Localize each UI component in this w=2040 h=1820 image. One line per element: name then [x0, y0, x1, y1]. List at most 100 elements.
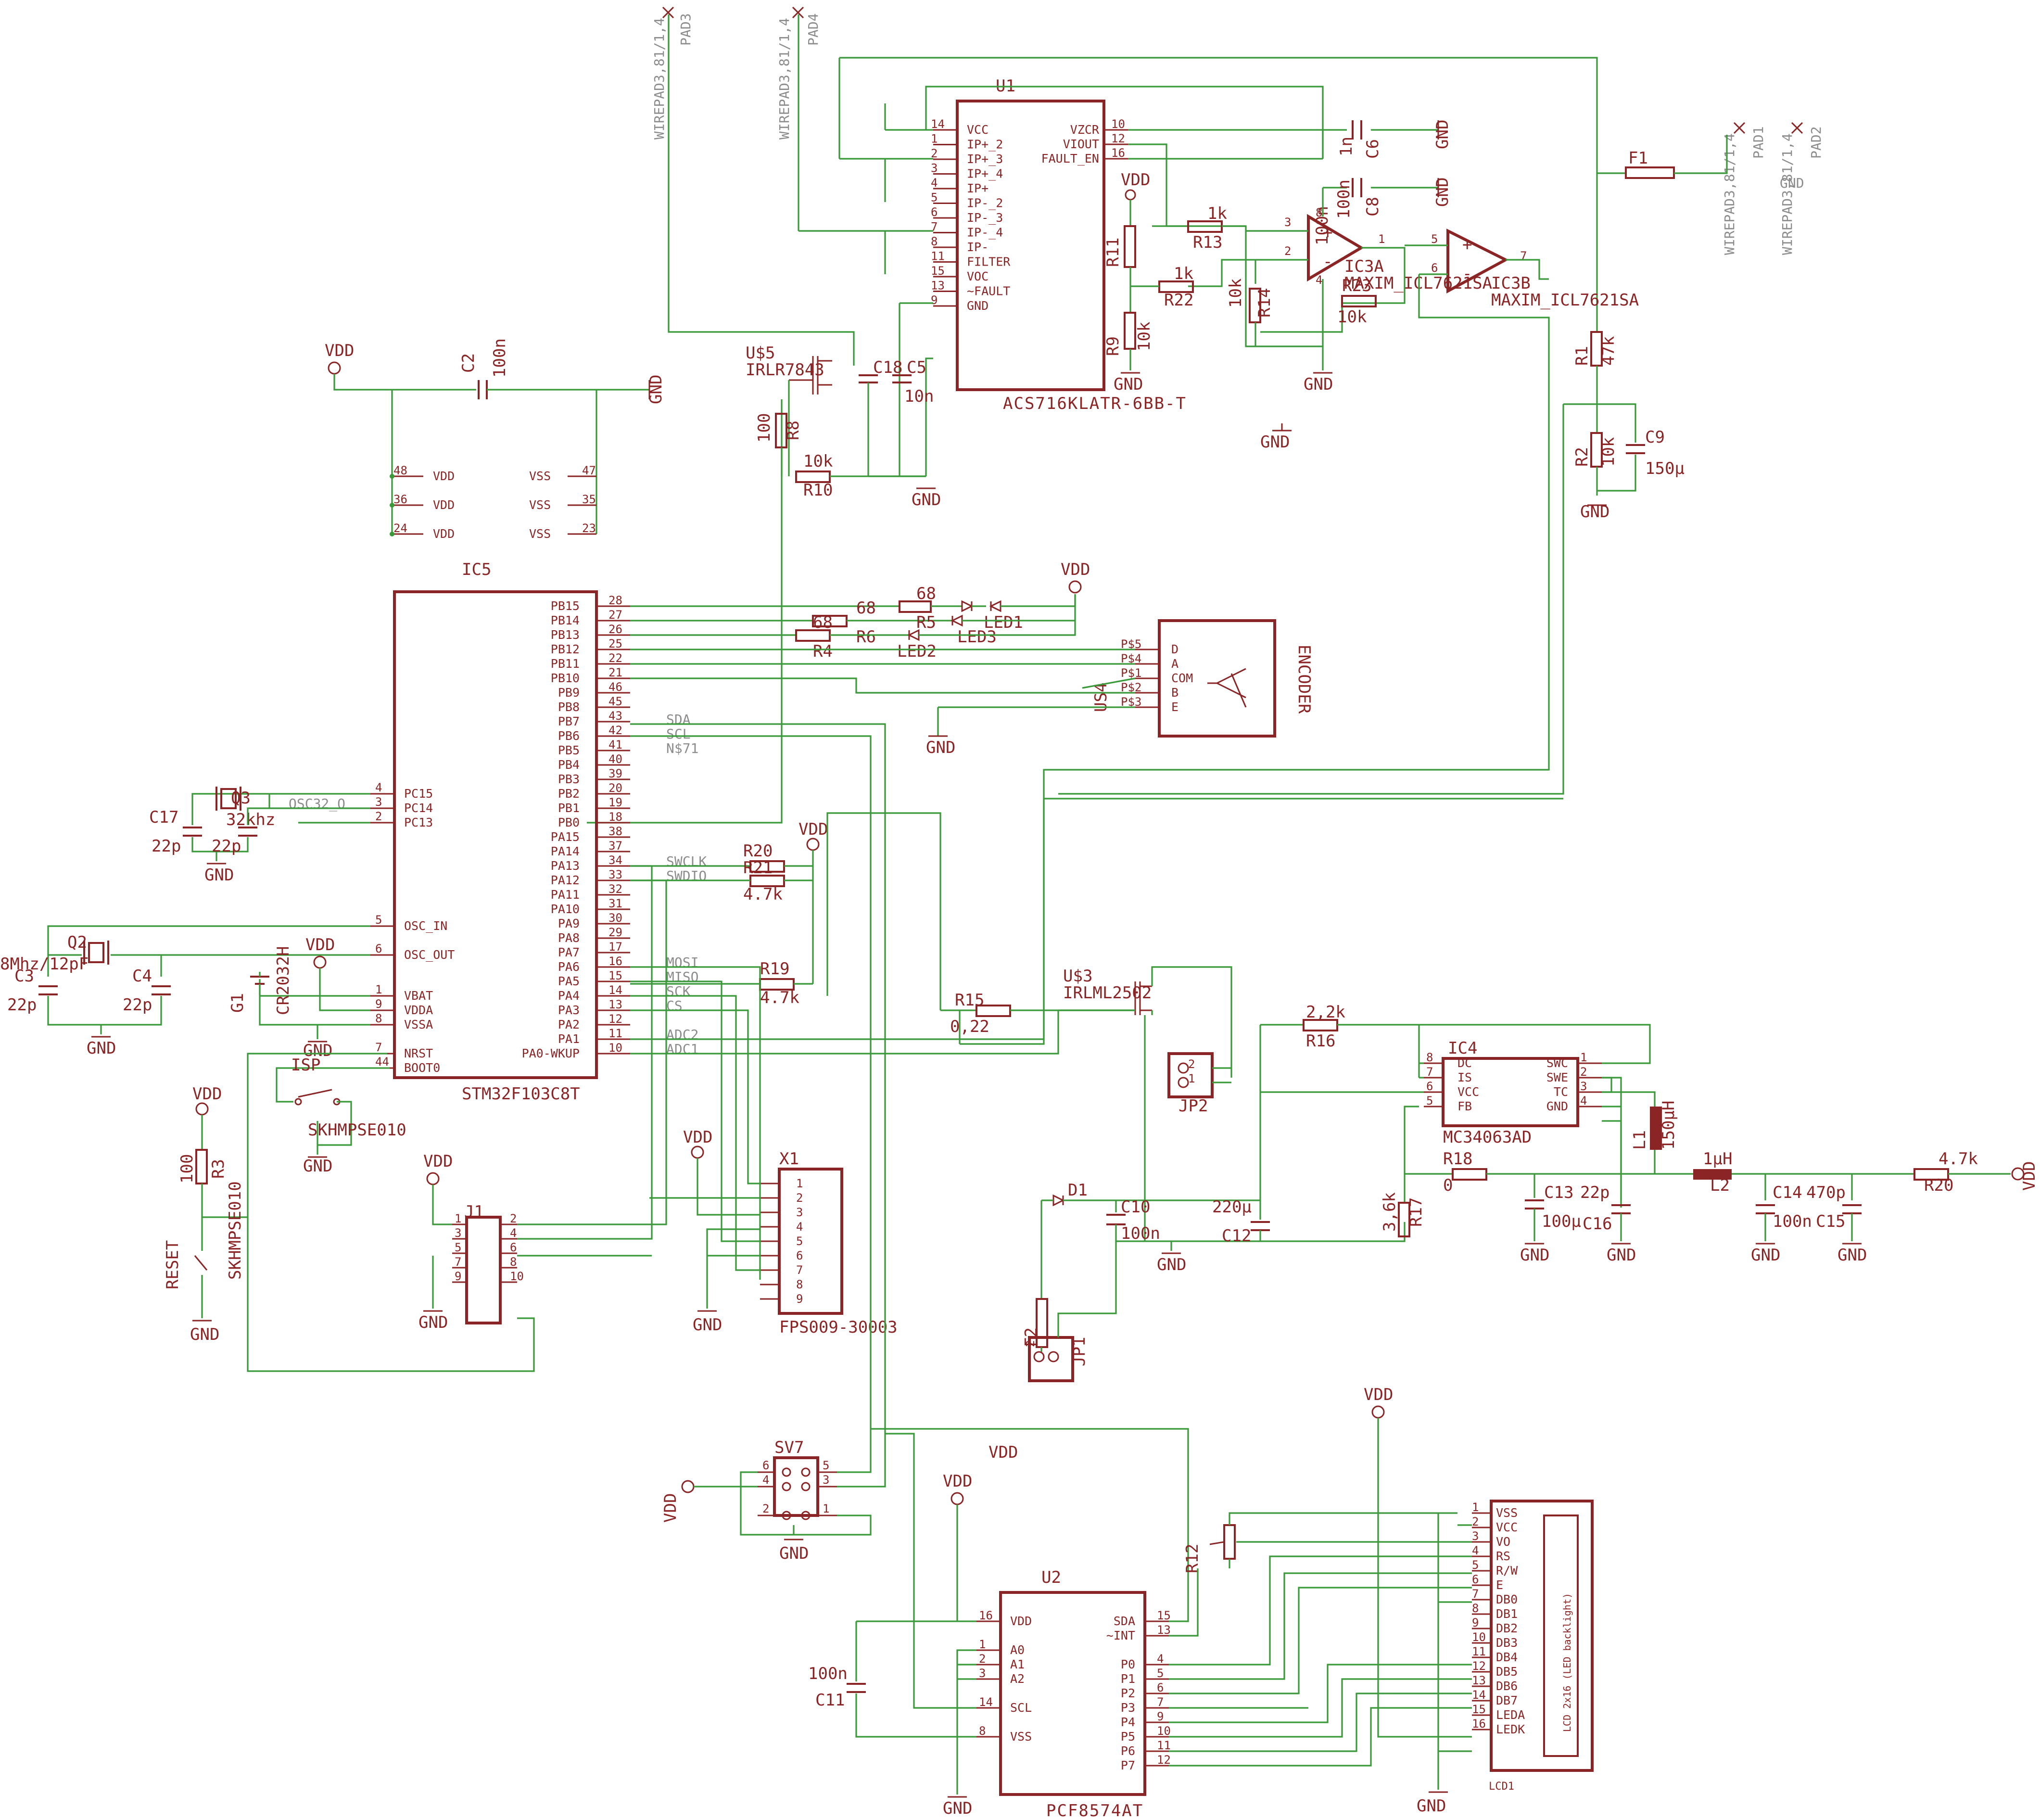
pin-number: 11	[608, 1027, 622, 1040]
pin-number: 12	[1111, 132, 1125, 145]
pin-number: 15	[608, 969, 622, 982]
pin-number: 1	[1472, 1501, 1479, 1514]
pin-number: 48	[393, 464, 407, 477]
svg-text:SWCLK: SWCLK	[666, 853, 707, 869]
svg-text:CS: CS	[666, 998, 683, 1014]
svg-text:VDD: VDD	[683, 1128, 712, 1147]
svg-text:SKHMPSE010: SKHMPSE010	[226, 1181, 245, 1280]
pin-number: 13	[1157, 1623, 1171, 1637]
pin-name: VO	[1496, 1535, 1510, 1549]
r1-r2-divider: R1 47k R2 10k C9 150µ GND	[1058, 173, 1685, 795]
pin-name: VCC	[967, 123, 988, 137]
pin-pad	[782, 1467, 791, 1477]
pin-number: 5	[931, 191, 938, 204]
svg-text:100n: 100n	[490, 338, 509, 378]
pin-number: 40	[608, 752, 622, 766]
pin-number: 27	[608, 608, 622, 622]
pin-name: OSC_OUT	[404, 948, 455, 962]
svg-text:ENCODER: ENCODER	[1294, 645, 1314, 714]
pin-name: BOOT0	[404, 1061, 440, 1075]
pin-name: GND	[967, 299, 988, 313]
svg-text:32khz: 32khz	[226, 810, 275, 829]
pin-name: VCC	[1496, 1520, 1518, 1534]
pin-number: 7	[1472, 1587, 1479, 1601]
pin-name: PB11	[551, 657, 580, 671]
pin-name: ~INT	[1106, 1629, 1135, 1642]
svg-text:GND: GND	[303, 1041, 332, 1060]
pin-number: 2	[375, 810, 382, 823]
svg-text:4.7k: 4.7k	[743, 885, 783, 904]
svg-text:GND: GND	[1520, 1246, 1549, 1265]
r8-resistor: 100 R8	[587, 399, 803, 824]
svg-text:0: 0	[1443, 1176, 1453, 1195]
svg-text:22p: 22p	[123, 995, 152, 1015]
pin-name: PA14	[551, 844, 580, 858]
ic5-net-labels: SDA SCL N$71 SWCLK SWDIO MOSI MISO SCK C…	[289, 712, 707, 1057]
pin-number: 36	[393, 493, 407, 506]
svg-text:1k: 1k	[1174, 264, 1193, 283]
svg-text:C4: C4	[132, 967, 152, 986]
pin-name: DB0	[1496, 1592, 1518, 1606]
pin-name: NRST	[404, 1046, 433, 1060]
pin-number: 38	[608, 825, 622, 838]
pin-name: B	[1171, 686, 1178, 700]
pin-name: PA15	[551, 830, 580, 844]
svg-text:R15: R15	[955, 991, 984, 1010]
pin-name: PB9	[558, 686, 580, 700]
pin-name: VOC	[967, 269, 988, 283]
adc-wiring	[630, 798, 1563, 1055]
pin-number: 4	[796, 1220, 803, 1234]
pin-number: 7	[1157, 1695, 1164, 1709]
svg-text:1n: 1n	[1337, 137, 1356, 156]
pin-number: P$4	[1121, 652, 1141, 665]
pin-number: 39	[608, 767, 622, 780]
pin-number: 8	[1426, 1051, 1433, 1064]
pin-number: 6	[1426, 1080, 1433, 1093]
pin-number: 14	[979, 1695, 993, 1709]
pin-number: 47	[582, 464, 596, 477]
pin-number: 2	[510, 1212, 517, 1225]
pin-name: PB8	[558, 700, 580, 714]
svg-text:PCF8574AT: PCF8574AT	[1046, 1801, 1143, 1820]
svg-text:3,6k: 3,6k	[1380, 1192, 1399, 1232]
pin-name: PC14	[404, 801, 433, 815]
pin-number: 44	[375, 1055, 389, 1069]
pin-number: 3	[455, 1226, 461, 1240]
pin-name: PA13	[551, 859, 580, 873]
pin-number: 6	[375, 942, 382, 955]
svg-text:R17: R17	[1406, 1197, 1426, 1227]
u5-mosfet: U$5 IRLR7843	[746, 344, 832, 476]
svg-text:GND: GND	[1417, 1796, 1446, 1816]
pin-number: 5	[375, 913, 382, 927]
pin-number: 16	[1472, 1717, 1486, 1731]
pin-name: PA7	[558, 945, 580, 959]
svg-text:U2: U2	[1041, 1568, 1061, 1587]
l2-r18-output: 1µH L2 4.7k R20 VDD GND C14 100n GND 470…	[1693, 1149, 2039, 1265]
pin-name: DB2	[1496, 1621, 1518, 1635]
svg-text:10k: 10k	[1337, 307, 1367, 327]
pin-number: P$2	[1121, 681, 1141, 694]
pin-name: P7	[1121, 1758, 1135, 1772]
ic5-mcu: IC5 STM32F103C8T 28PB1527PB1426PB1325PB1…	[370, 560, 630, 1104]
svg-text:C17: C17	[149, 808, 178, 827]
pin-number: 5	[796, 1235, 803, 1248]
pin-name: P4	[1121, 1715, 1135, 1729]
pin-number: 2	[796, 1191, 803, 1205]
svg-text:1: 1	[1378, 232, 1385, 246]
svg-text:MOSI: MOSI	[666, 955, 698, 970]
pin-number: P$5	[1121, 637, 1141, 651]
pin-number: 25	[608, 637, 622, 650]
pin-number: 37	[608, 839, 622, 853]
pin-name: OSC_IN	[404, 919, 447, 933]
junction-dot	[390, 474, 394, 479]
